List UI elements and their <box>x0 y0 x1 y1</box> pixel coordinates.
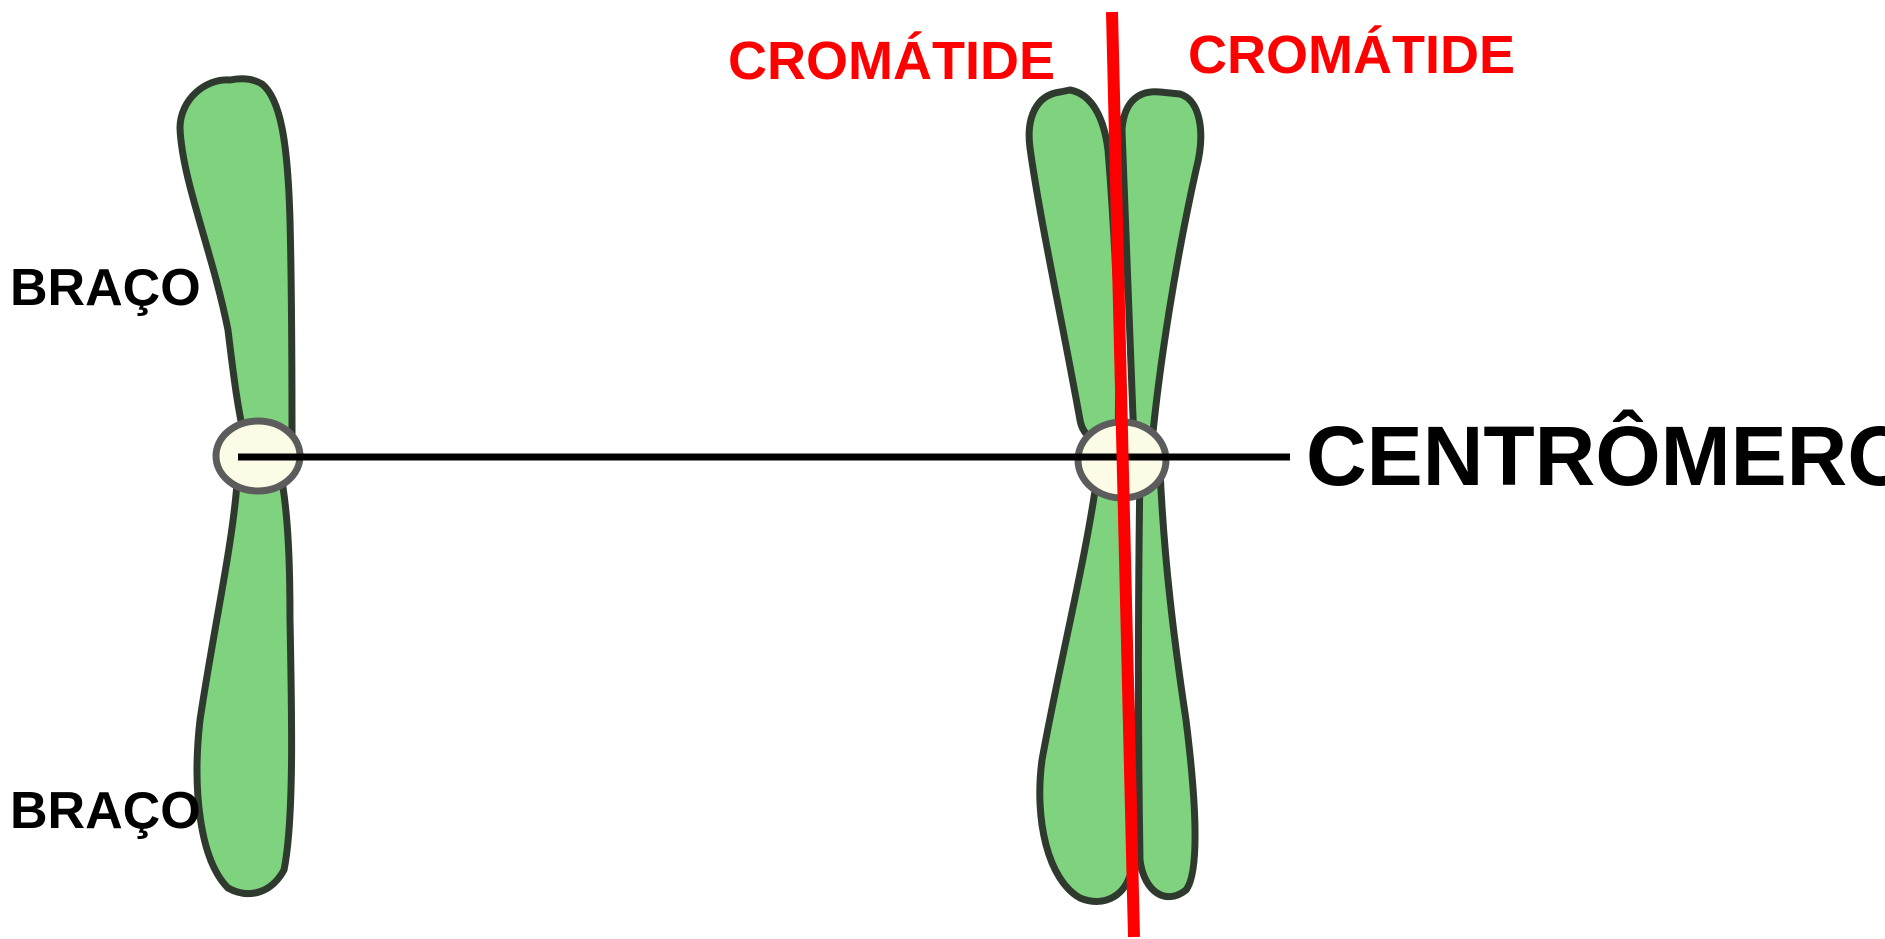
single-chromosome <box>180 79 300 894</box>
arm-label-top: BRAÇO <box>10 262 201 314</box>
arm-label-bottom: BRAÇO <box>10 785 201 837</box>
chromatid-left-top-arm <box>1029 90 1118 442</box>
chromatid-right-top-arm <box>1122 92 1201 442</box>
chromatid-label-right: CROMÁTIDE <box>1188 28 1515 82</box>
centromere-label: CENTRÔMERO <box>1306 414 1885 498</box>
single-chromosome-bottom-arm <box>197 470 292 894</box>
chromatid-right-bottom-arm <box>1139 470 1196 897</box>
chromatid-label-left: CROMÁTIDE <box>728 34 1055 88</box>
